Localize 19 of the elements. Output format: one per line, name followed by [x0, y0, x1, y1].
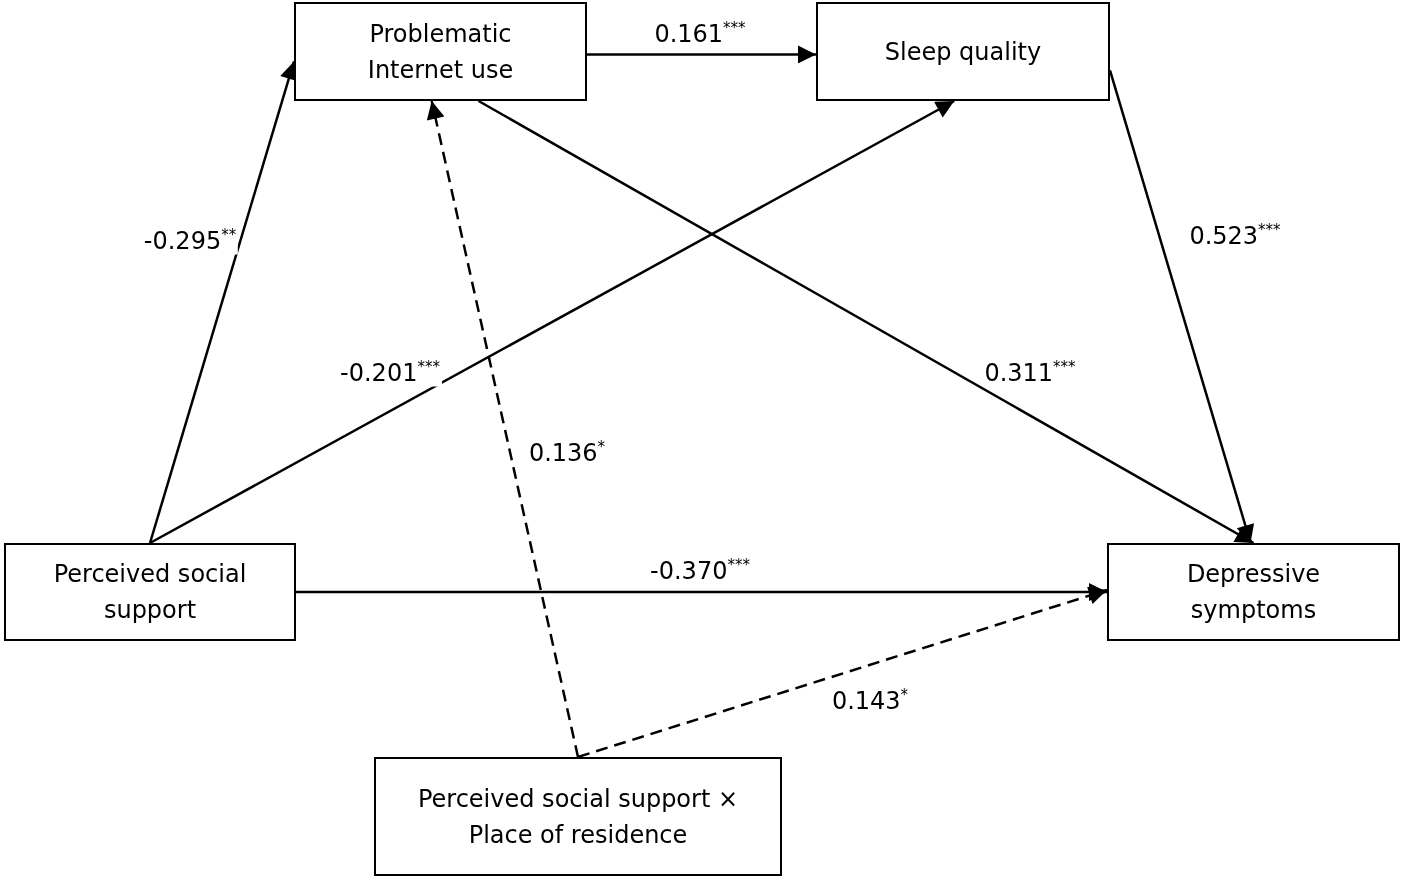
variable-name: Sleep quality [884, 36, 1042, 68]
path-coefficient: -0.295$^{**}$ [141, 225, 239, 255]
variable-box [294, 2, 587, 101]
arrow [587, 45, 816, 64]
variable-box [1107, 543, 1400, 641]
arrow [477, 99, 1255, 545]
variable-box [374, 757, 782, 876]
variable-name: Depressive symptoms [1185, 559, 1322, 626]
arrow [296, 583, 1107, 601]
variable-name: Perceived social support [52, 559, 248, 626]
variable-name: Perceived social support × Place of residence [416, 783, 740, 851]
arrow [149, 99, 955, 545]
arrow [577, 586, 1108, 759]
path-coefficient: -0.201$^{***}$ [338, 357, 442, 387]
path-coefficient: 0.311$^{***}$ [982, 357, 1078, 387]
variable-box [816, 2, 1110, 101]
variable-box [4, 543, 296, 641]
variable-name: Problematic Internet use [366, 18, 515, 86]
arrow [426, 100, 580, 758]
